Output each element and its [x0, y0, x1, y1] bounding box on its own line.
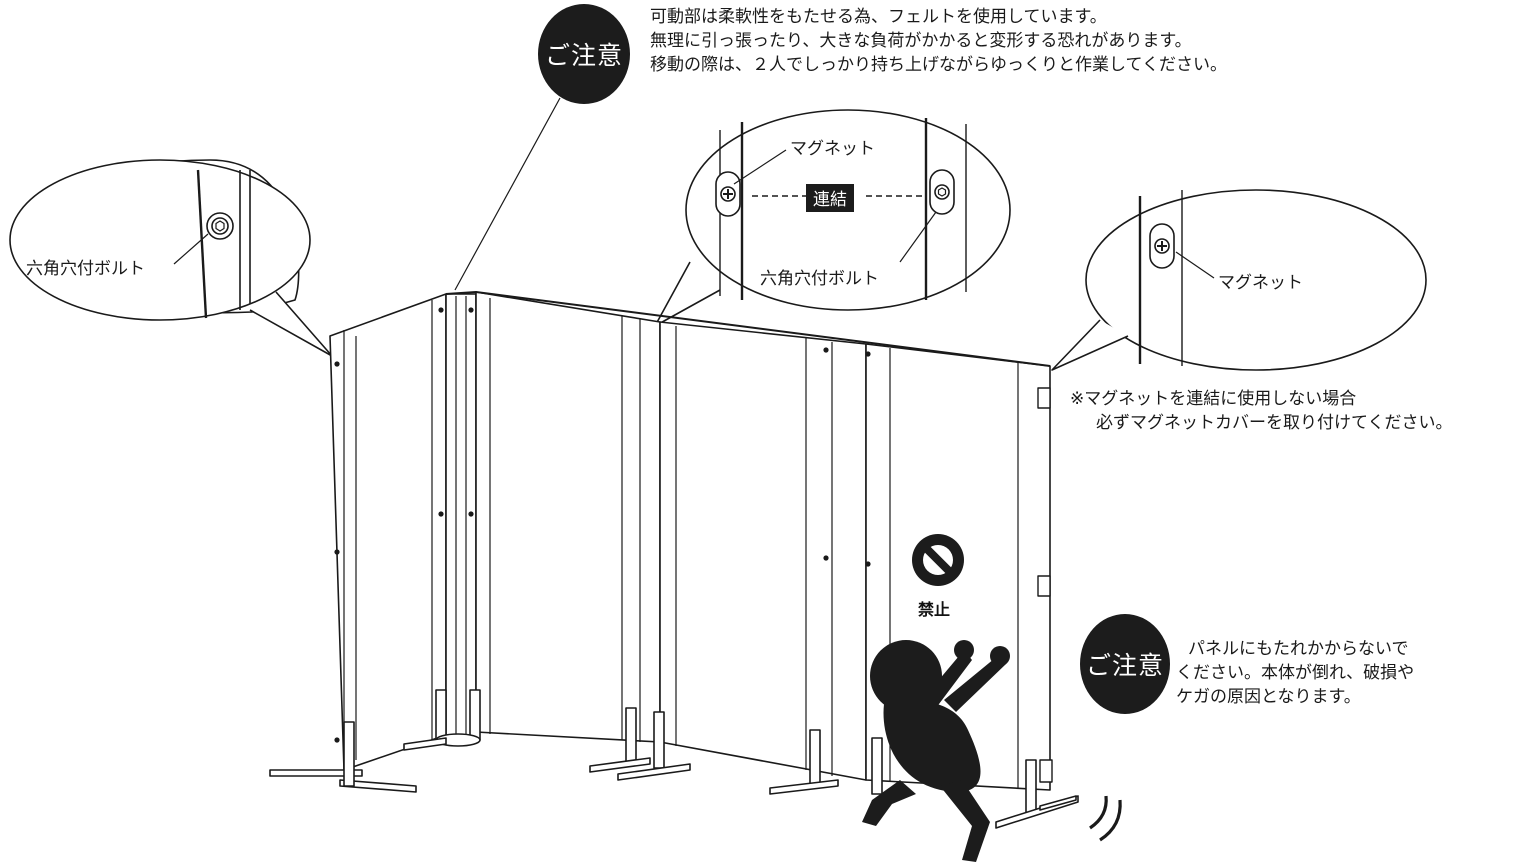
caution-bottom-line-3: ケガの原因となります。: [1176, 687, 1361, 707]
link-label: 連結: [806, 184, 854, 212]
caution-top-line-2: 無理に引っ張ったり、大きな負荷がかかると変形する恐れがあります。: [650, 31, 1192, 51]
prohibit-label: 禁止: [918, 600, 951, 619]
magnet-cover-note-line-1: ※マグネットを連結に使用しない場合: [1070, 389, 1357, 409]
caution-top-line-1: 可動部は柔軟性をもたせる為、フェルトを使用しています。: [650, 7, 1107, 27]
callout-magnet-right: [1051, 189, 1427, 371]
magnet-label-right: マグネット: [1218, 273, 1303, 293]
hex-bolt-label-center: 六角穴付ボルト: [760, 269, 879, 289]
panel-bolt-dots: [334, 307, 871, 743]
caution-badge-top-label: ご注意: [544, 41, 623, 70]
panel-feet: [269, 689, 1079, 829]
motion-lines: [1089, 795, 1122, 842]
magnet-cover-note-line-2: 必ずマグネットカバーを取り付けてください。: [1096, 413, 1453, 433]
caution-badge-top: ご注意: [538, 4, 630, 104]
caution-leader-line: [454, 97, 561, 291]
caution-top-line-3: 移動の際は、２人でしっかり持ち上げながらゆっくりと作業してください。: [650, 55, 1227, 75]
caution-badge-bottom-label: ご注意: [1085, 651, 1164, 680]
caution-bottom-line-1: パネルにもたれかからないで: [1188, 639, 1409, 659]
leaning-child-figure: [862, 640, 1010, 862]
callout-hex-bolt-left: [9, 159, 333, 357]
hex-bolt-label-left: 六角穴付ボルト: [26, 259, 145, 279]
caution-badge-bottom: ご注意: [1080, 614, 1170, 714]
caution-bottom-line-2: ください。本体が倒れ、破損や: [1176, 663, 1415, 683]
prohibition-icon: [912, 534, 964, 586]
magnet-label-center: マグネット: [790, 139, 875, 159]
